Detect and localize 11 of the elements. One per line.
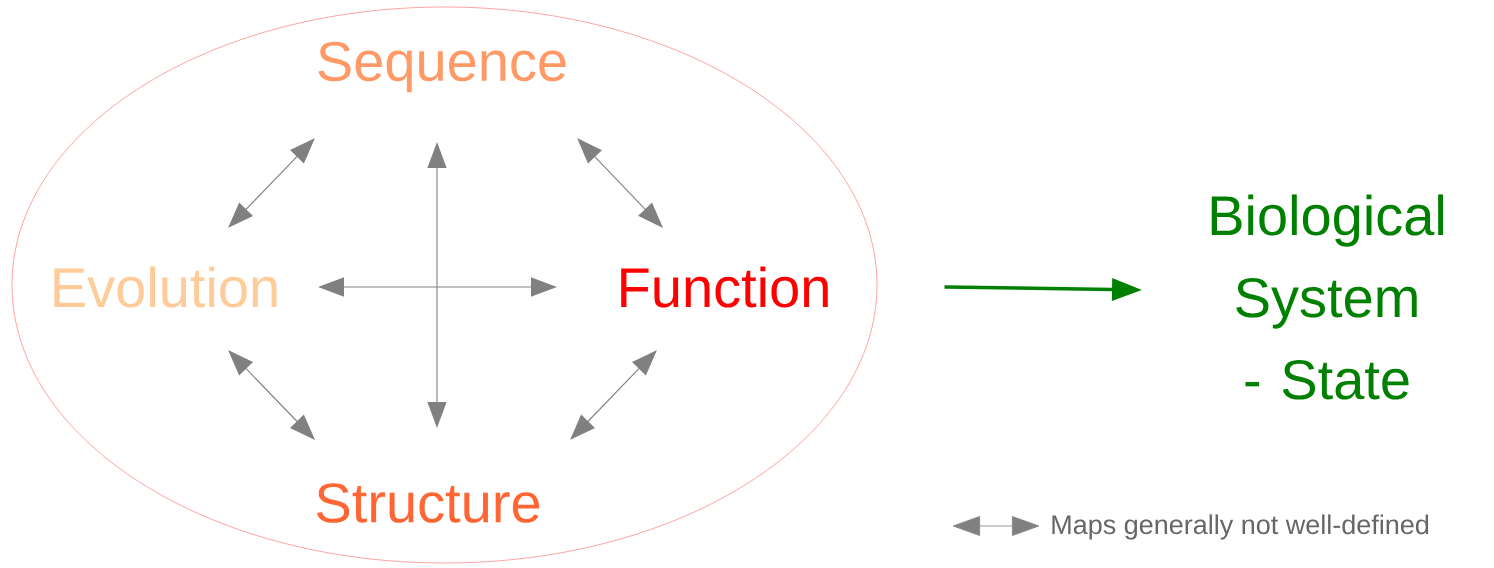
node-label: Sequence [318, 41, 566, 93]
ellipse [11, 6, 878, 564]
node-label: Biological System - State [1211, 194, 1444, 400]
double-arrow [570, 350, 657, 440]
double-arrow [228, 350, 315, 440]
node-label: Structure [316, 483, 540, 523]
legend-text: Maps generally not well-defined [1052, 514, 1429, 540]
double-arrow [228, 138, 315, 228]
node-label: Function [621, 266, 828, 308]
double-arrow [577, 138, 663, 228]
node-label: Evolution [54, 266, 277, 308]
